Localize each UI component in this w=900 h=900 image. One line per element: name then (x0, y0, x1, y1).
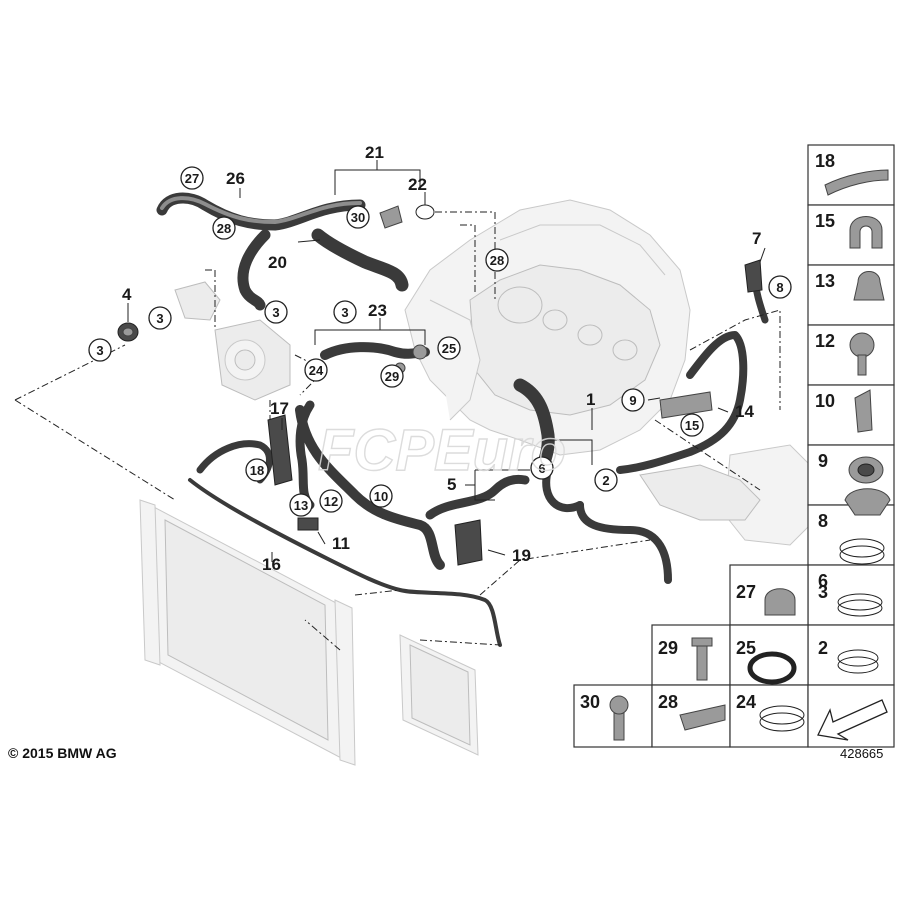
callout-11[interactable]: 11 (332, 534, 350, 553)
callout-3-c[interactable]: 3 (272, 305, 279, 320)
callout-10[interactable]: 10 (374, 489, 388, 504)
callout-20[interactable]: 20 (268, 253, 287, 272)
callout-23[interactable]: 23 (368, 301, 387, 320)
water-pump (174, 281, 291, 401)
callout-22[interactable]: 22 (408, 175, 427, 194)
circled-callouts: 3 3 3 3 27 28 30 28 24 25 29 8 9 15 6 2 … (88, 166, 792, 517)
dashed-reference-lines (14, 211, 781, 651)
radiator (139, 499, 356, 766)
diagram-number: 428665 (840, 746, 883, 761)
callout-7[interactable]: 7 (752, 229, 761, 248)
callout-27[interactable]: 27 (185, 171, 199, 186)
callout-29[interactable]: 29 (385, 369, 399, 384)
callout-16[interactable]: 16 (262, 555, 281, 574)
callout-19[interactable]: 19 (512, 546, 531, 565)
callout-28-a[interactable]: 28 (217, 221, 231, 236)
legend-part-illustrations (609, 169, 891, 741)
legend-27[interactable]: 27 (736, 582, 756, 602)
expansion-tank (639, 444, 816, 546)
callout-3-a[interactable]: 3 (96, 343, 103, 358)
watermark: FCPEuro (318, 418, 566, 483)
legend-18[interactable]: 18 (815, 151, 835, 171)
callout-1[interactable]: 1 (586, 390, 595, 409)
callout-12[interactable]: 12 (324, 494, 338, 509)
legend-3[interactable]: 3 (818, 582, 828, 602)
legend-15[interactable]: 15 (815, 211, 835, 231)
callout-3-d[interactable]: 3 (341, 305, 348, 320)
engine-block (404, 199, 691, 456)
callout-13[interactable]: 13 (294, 498, 308, 513)
callout-17[interactable]: 17 (270, 399, 289, 418)
callout-6[interactable]: 6 (538, 461, 545, 476)
callout-14[interactable]: 14 (735, 402, 754, 421)
callout-18[interactable]: 18 (250, 463, 264, 478)
callout-3-b[interactable]: 3 (156, 311, 163, 326)
callout-21[interactable]: 21 (365, 143, 384, 162)
legend-8[interactable]: 8 (818, 511, 828, 531)
callout-30[interactable]: 30 (351, 210, 365, 225)
callout-5[interactable]: 5 (447, 475, 456, 494)
legend-9[interactable]: 9 (818, 451, 828, 471)
legend-6[interactable]: 6 (818, 571, 828, 591)
callout-25[interactable]: 25 (442, 341, 456, 356)
callout-24[interactable]: 24 (309, 363, 324, 378)
callout-9[interactable]: 9 (629, 393, 636, 408)
legend-13[interactable]: 13 (815, 271, 835, 291)
legend-30[interactable]: 30 (580, 692, 600, 712)
callout-15[interactable]: 15 (685, 418, 699, 433)
callout-26[interactable]: 26 (226, 169, 245, 188)
legend-column: 18 15 13 12 10 9 8 6 27 3 29 25 2 30 28 … (573, 144, 895, 748)
legend-10[interactable]: 10 (815, 391, 835, 411)
legend-2[interactable]: 2 (818, 638, 828, 658)
small-parts (117, 204, 763, 566)
direction-arrow-icon (817, 699, 888, 741)
legend-12[interactable]: 12 (815, 331, 835, 351)
legend-28[interactable]: 28 (658, 692, 678, 712)
callout-8[interactable]: 8 (776, 280, 783, 295)
callout-28-b[interactable]: 28 (490, 253, 504, 268)
leader-lines (127, 160, 766, 562)
callout-4[interactable]: 4 (122, 285, 132, 304)
legend-29[interactable]: 29 (658, 638, 678, 658)
callout-2[interactable]: 2 (602, 473, 609, 488)
copyright-notice: © 2015 BMW AG (8, 745, 117, 761)
legend-24[interactable]: 24 (736, 692, 756, 712)
auxiliary-radiator (399, 634, 479, 756)
legend-25[interactable]: 25 (736, 638, 756, 658)
callout-numbers: 1 4 5 7 11 14 16 17 19 20 21 22 23 26 (122, 143, 761, 574)
